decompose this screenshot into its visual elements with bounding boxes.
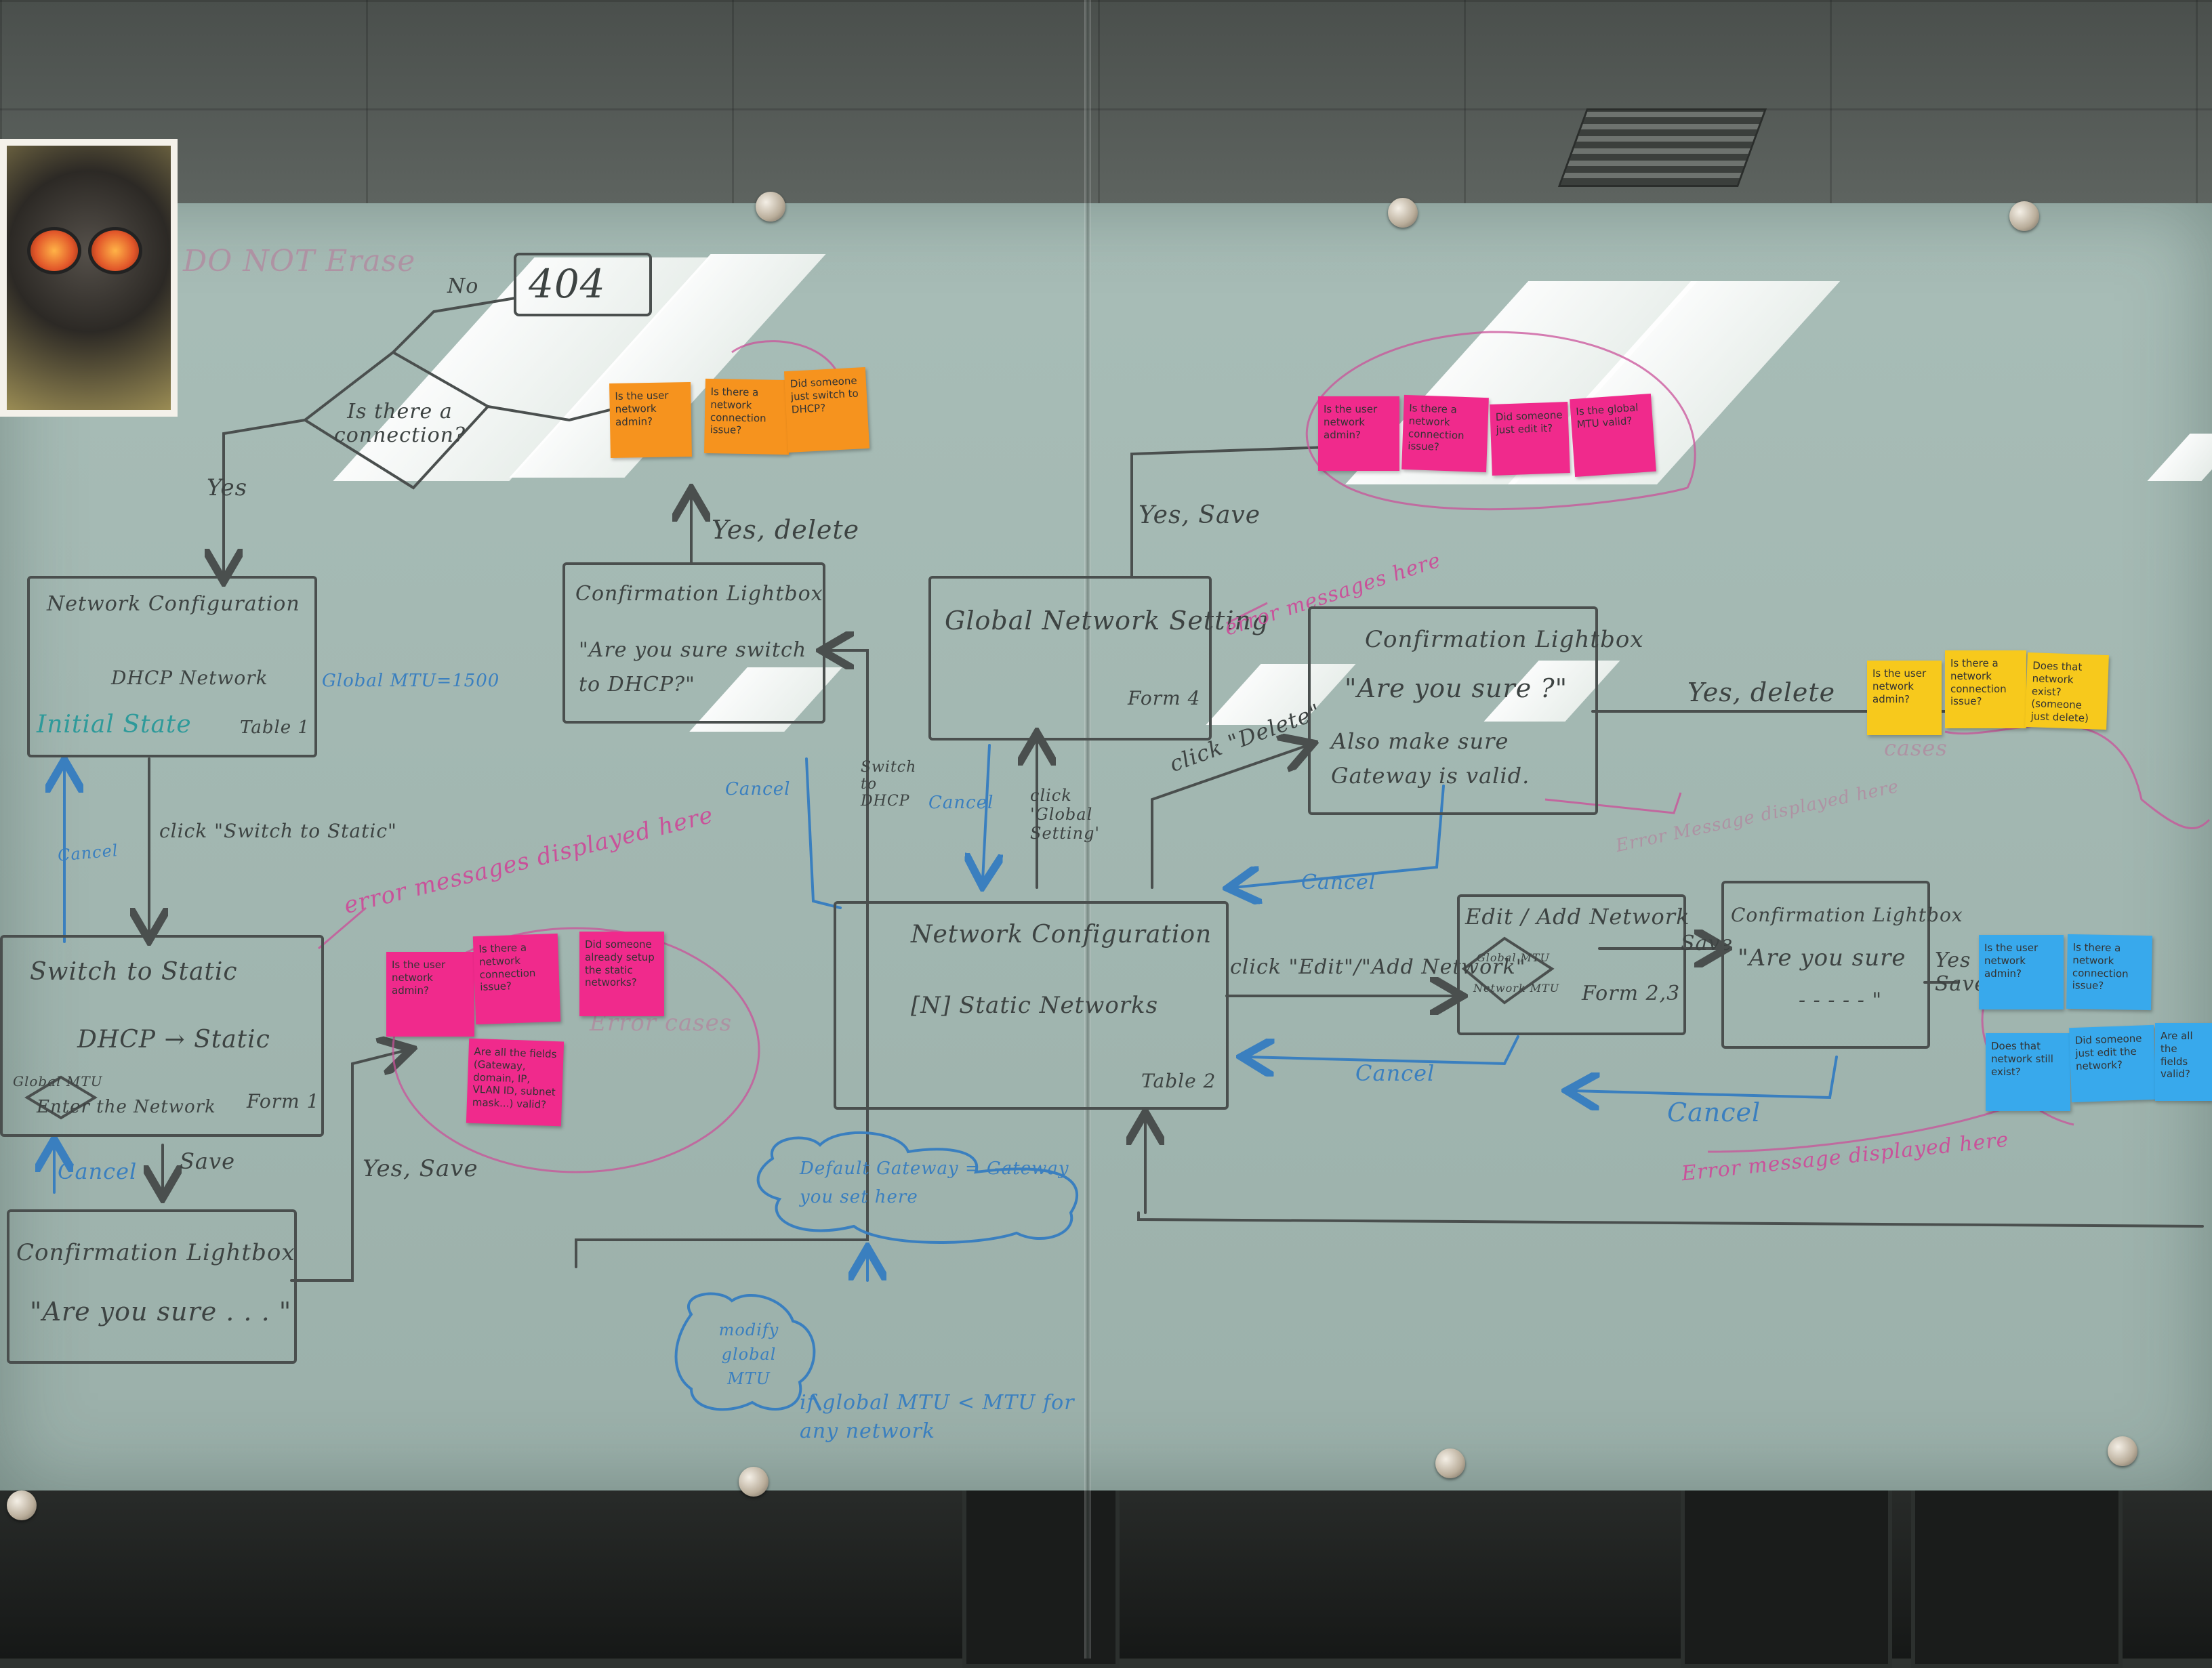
network-config-initial-box: Network Configuration DHCP Network Initi…	[27, 576, 317, 757]
switch-dhcp-label: Switch to DHCP	[861, 759, 917, 810]
cases-label: cases	[1884, 735, 1948, 761]
standoff-bolt	[739, 1467, 769, 1497]
confirm-dhcp-box: Confirmation Lightbox "Are you sure swit…	[562, 562, 825, 724]
goggle-lens	[88, 227, 142, 274]
table-label: Table 2	[1141, 1070, 1216, 1092]
gorilla-poster	[0, 139, 178, 417]
sticky-note: Did someone just edit it?	[1490, 402, 1570, 476]
confirm-line-1: "Are you sure ?"	[1345, 673, 1568, 703]
yes-save-label: Yes Save	[1935, 948, 1988, 996]
default-gateway-note: Default Gateway = Gateway you set here	[800, 1159, 1069, 1207]
glass-seam	[1084, 0, 1091, 1659]
click-global-setting-label: click 'Global Setting'	[1030, 786, 1101, 843]
standoff-bolt	[1388, 198, 1418, 228]
sticky-note: Is the user network admin?	[1318, 396, 1399, 471]
sticky-note: Is the user network admin?	[386, 952, 474, 1037]
gorilla-picture	[7, 146, 171, 410]
ceiling	[0, 0, 2212, 217]
box-title: Global Network Setting	[945, 606, 1269, 635]
cancel-label: Cancel	[725, 779, 791, 799]
sticky-note: Is there a network connection issue?	[472, 933, 561, 1025]
diamond-label: Global MTU	[13, 1073, 103, 1089]
modify-global-note: modify global MTU	[718, 1320, 779, 1388]
sticky-note: Does that network exist? (someone just d…	[2025, 652, 2109, 730]
yes-save-label: Yes, Save	[363, 1155, 478, 1182]
edit-add-network-box: Edit / Add Network Global MTU Network MT…	[1457, 894, 1690, 1035]
box-body: "Are you sure switch to DHCP?"	[579, 638, 807, 696]
box-title: Switch to Static	[30, 958, 238, 986]
cancel-label: Cancel	[928, 793, 994, 813]
box-body: DHCP → Static	[77, 1026, 270, 1054]
switch-to-static-box: Switch to Static DHCP → Static Global MT…	[0, 935, 324, 1137]
box-title: Edit / Add Network	[1465, 904, 1690, 930]
standoff-bolt	[2009, 201, 2039, 231]
sticky-note: Are all the fields (Gateway, domain, IP,…	[466, 1038, 565, 1127]
standoff-bolt	[2108, 1436, 2137, 1466]
box-title: Confirmation Lightbox	[16, 1239, 295, 1266]
click-edit-add-label: click "Edit"/"Add Network"	[1230, 955, 1526, 979]
form-label: Form 4	[1128, 687, 1201, 709]
global-mtu-note: Global MTU=1500	[322, 671, 500, 691]
yes-save-label: Yes, Save	[1139, 501, 1261, 529]
network-config-main-box: Network Configuration [N] Static Network…	[834, 901, 1229, 1110]
table-label: Table 1	[240, 717, 310, 738]
connection-decision: Is there a connection?	[333, 400, 466, 447]
cancel-label: Cancel	[1355, 1060, 1435, 1086]
box-body: "Are you sure	[1738, 944, 1906, 972]
standoff-bolt	[756, 192, 785, 222]
box-body: "Are you sure . . . "	[30, 1297, 292, 1327]
sticky-note: Is the user network admin?	[1867, 661, 1942, 735]
cancel-label: Cancel	[1301, 871, 1376, 894]
yes-label: Yes	[207, 474, 248, 501]
sticky-note: Did someone just edit the network?	[2069, 1024, 2156, 1103]
confirm-line-2: Also make sure Gateway is valid.	[1331, 728, 1530, 789]
goggle-lens	[27, 227, 81, 274]
box-title: Network Configuration	[47, 592, 300, 616]
sticky-note: Is the global MTU valid?	[1570, 393, 1656, 478]
confirm-save-box: Confirmation Lightbox "Are you sure - - …	[1721, 881, 1963, 1049]
cancel-label: Cancel	[1667, 1098, 1761, 1127]
box-title: Network Configuration	[911, 921, 1212, 948]
sticky-note: Is there a network connection issue?	[704, 378, 790, 455]
box-title: Confirmation Lightbox	[1731, 904, 1963, 926]
do-not-erase-note: DO NOT Erase	[183, 244, 416, 278]
sticky-note: Is there a network connection issue?	[1945, 650, 2026, 728]
diamond-top-label: Global MTU	[1477, 951, 1551, 964]
sticky-note: Are all the fields valid?	[2155, 1023, 2212, 1101]
mtu-rule-note: if global MTU < MTU for any network	[800, 1391, 1075, 1443]
box-title: Confirmation Lightbox	[1365, 626, 1644, 653]
initial-state-label: Initial State	[37, 711, 192, 738]
yes-delete-label: Yes, delete	[1687, 677, 1836, 707]
sticky-note: Did someone just switch to DHCP?	[783, 367, 870, 453]
box-body: [N] Static Networks	[911, 992, 1159, 1019]
sticky-note: Does that network still exist?	[1986, 1033, 2070, 1111]
enter-network-label: Enter the Network	[37, 1097, 216, 1117]
global-network-setting-box: Global Network Setting Form 4	[928, 576, 1268, 741]
box-dots: - - - - - "	[1799, 988, 1883, 1012]
form-label: Form 2,3	[1582, 982, 1681, 1005]
no-label: No	[447, 274, 479, 298]
ceiling-grid	[0, 0, 2212, 217]
yes-delete-label: Yes, delete	[712, 515, 860, 545]
box-body: DHCP Network	[111, 667, 268, 689]
diamond-bottom-label: Network MTU	[1473, 982, 1560, 995]
form-label: Form 1	[247, 1090, 320, 1112]
standoff-bolt	[1435, 1448, 1465, 1478]
standoff-bolt	[7, 1490, 37, 1520]
save-label: Save	[180, 1148, 236, 1174]
sticky-note: Is the user network admin?	[1979, 935, 2064, 1009]
cancel-label: Cancel	[58, 1159, 138, 1184]
sticky-note: Is the user network admin?	[609, 381, 692, 459]
page-404-box: 404	[529, 261, 606, 307]
click-switch-static-label: click "Switch to Static"	[159, 820, 397, 842]
confirm-lightbox-left: Confirmation Lightbox "Are you sure . . …	[7, 1209, 297, 1364]
glass-whiteboard	[0, 203, 2212, 1490]
sticky-note: Is there a network connection issue?	[1401, 394, 1489, 473]
sticky-note: Did someone already setup the static net…	[579, 932, 664, 1016]
box-title: Confirmation Lightbox	[575, 582, 823, 606]
sticky-note: Is there a network connection issue?	[2066, 934, 2152, 1011]
confirm-delete-box: Confirmation Lightbox "Are you sure ?" A…	[1308, 606, 1643, 815]
